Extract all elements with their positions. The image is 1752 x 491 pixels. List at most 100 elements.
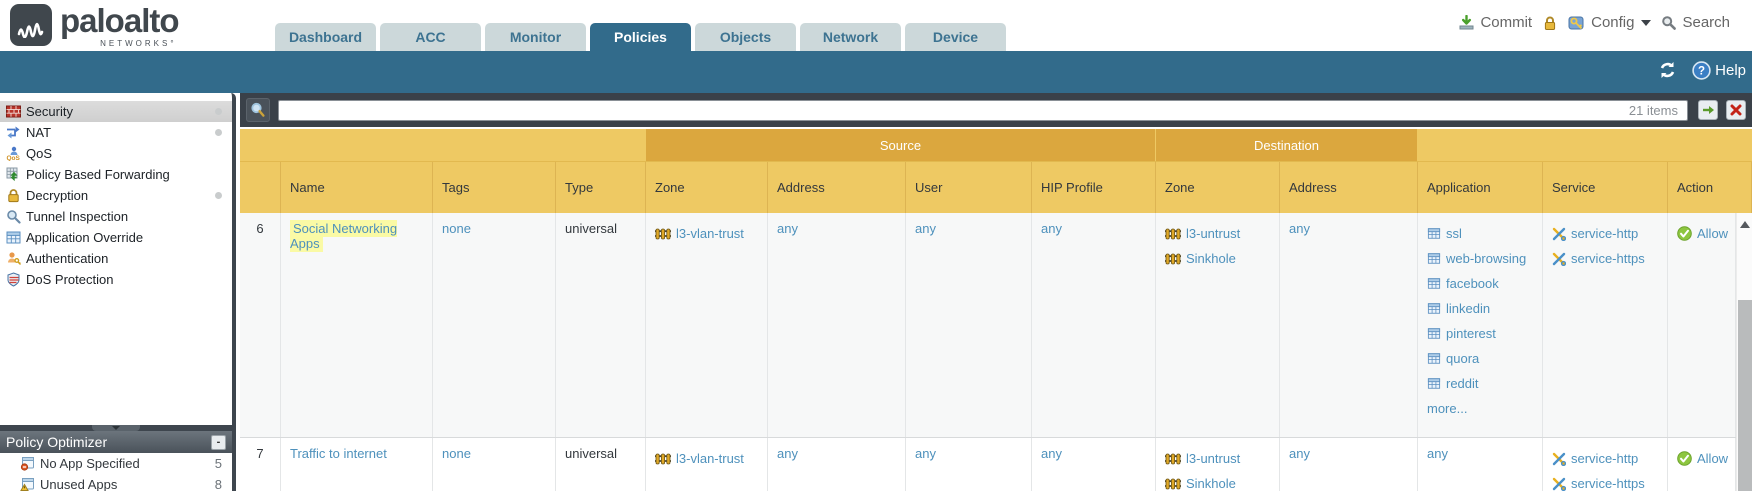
column-header-action[interactable]: Action [1668,162,1752,213]
column-header-service[interactable]: Service [1543,162,1668,213]
scrollbar-thumb[interactable] [1738,300,1752,491]
policy-row-6[interactable]: 6 Social Networking Apps none universal [240,213,1736,437]
application-entry[interactable]: web-browsing [1427,246,1542,271]
config-menu-button[interactable]: Config [1568,14,1652,31]
service-icon [1552,252,1566,266]
cell-tags: none [433,213,556,437]
service-entry[interactable]: service-http [1552,446,1667,471]
column-header-destination-address[interactable]: Address [1280,162,1418,213]
zone-entry[interactable]: Sinkhole [1165,471,1279,491]
policy-based-forwarding-icon [6,167,18,182]
security-icon [6,105,21,118]
tab-network[interactable]: Network [800,23,901,51]
policies-main-panel: 21 items Source Destination [240,93,1752,491]
service-entry[interactable]: service-http [1552,221,1667,246]
hip-profile-value[interactable]: any [1041,446,1062,461]
zone-entry[interactable]: l3-vlan-trust [655,446,767,471]
apply-filter-button[interactable] [1698,100,1718,120]
application-icon [1427,253,1441,264]
policy-name-link[interactable]: Traffic to internet [290,446,387,461]
sidebar-item-authentication[interactable]: Authentication [0,248,232,269]
vertical-scrollbar[interactable] [1736,213,1752,491]
sidebar-item-nat[interactable]: NAT [0,122,232,143]
policy-row-7[interactable]: 7 Traffic to internet none universal [240,437,1736,491]
scroll-up-button[interactable] [1737,215,1752,233]
column-header-name[interactable]: Name [281,162,433,213]
sidebar-item-decryption[interactable]: Decryption [0,185,232,206]
zone-entry[interactable]: l3-vlan-trust [655,221,767,246]
policy-optimizer-header: Policy Optimizer - [0,431,232,453]
column-header-hip-profile[interactable]: HIP Profile [1032,162,1156,213]
policy-filter-input[interactable] [278,99,1688,121]
tab-device[interactable]: Device [905,23,1006,51]
destination-address-value[interactable]: any [1289,221,1310,236]
column-header-source-address[interactable]: Address [768,162,906,213]
zone-entry[interactable]: l3-untrust [1165,446,1279,471]
user-value[interactable]: any [915,221,936,236]
sidebar-item-policy-based-forwarding[interactable]: Policy Based Forwarding [0,164,232,185]
applications-more-link[interactable]: more... [1427,401,1468,416]
zone-icon [1165,253,1181,264]
lock-button[interactable] [1542,15,1558,31]
commit-button[interactable]: Commit [1458,14,1532,31]
cell-type: universal [556,438,646,491]
column-header-destination-zone[interactable]: Zone [1156,162,1280,213]
unused-apps-count: 8 [214,477,222,491]
service-entry[interactable]: service-https [1552,246,1667,271]
destination-group-header: Destination [1156,129,1418,161]
application-entry[interactable]: ssl [1427,221,1542,246]
status-dot [215,192,222,199]
destination-address-value[interactable]: any [1289,446,1310,461]
top-bar: paloalto NETWORKS° Dashboard ACC Monitor… [0,0,1752,51]
clear-filter-button[interactable] [1726,100,1746,120]
column-header-type[interactable]: Type [556,162,646,213]
sidebar-item-application-override[interactable]: Application Override [0,227,232,248]
sidebar-splitter[interactable] [0,425,232,431]
application-entry[interactable]: pinterest [1427,321,1542,346]
tab-objects[interactable]: Objects [695,23,796,51]
application-entry[interactable]: facebook [1427,271,1542,296]
action-entry[interactable]: Allow [1677,446,1735,471]
svg-text:QoS: QoS [7,155,21,161]
filter-search-button[interactable] [246,98,270,122]
application-entry[interactable]: quora [1427,346,1542,371]
splitter-collapse-handle[interactable] [92,425,140,431]
optimizer-item-unused-apps[interactable]: Unused Apps 8 [0,474,232,491]
column-header-user[interactable]: User [906,162,1032,213]
service-icon [1552,452,1566,466]
tab-acc[interactable]: ACC [380,23,481,51]
policy-name-link[interactable]: Social Networking Apps [290,220,398,252]
optimizer-item-no-app-specified[interactable]: No App Specified 5 [0,453,232,474]
refresh-icon[interactable] [1657,60,1678,80]
application-any-value[interactable]: any [1427,446,1448,461]
service-entry[interactable]: service-https [1552,471,1667,491]
global-search-button[interactable]: Search [1661,14,1730,31]
column-header-application[interactable]: Application [1418,162,1543,213]
tab-dashboard[interactable]: Dashboard [275,23,376,51]
help-button[interactable]: ? Help [1692,60,1746,80]
hip-profile-value[interactable]: any [1041,221,1062,236]
tags-value[interactable]: none [442,221,471,236]
action-entry[interactable]: Allow [1677,221,1735,246]
tab-policies[interactable]: Policies [590,23,691,51]
cell-destination-address: any [1280,438,1418,491]
sidebar-item-security[interactable]: Security [0,101,232,122]
tags-value[interactable]: none [442,446,471,461]
sidebar-item-dos-protection[interactable]: DoS Protection [0,269,232,290]
policy-optimizer-collapse-button[interactable]: - [211,434,226,450]
sidebar-item-tunnel-inspection[interactable]: Tunnel Inspection [0,206,232,227]
application-entry[interactable]: reddit [1427,371,1542,396]
zone-entry[interactable]: Sinkhole [1165,246,1279,271]
application-entry[interactable]: linkedin [1427,296,1542,321]
qos-icon: QoS [7,146,21,161]
source-address-value[interactable]: any [777,221,798,236]
column-header-source-zone[interactable]: Zone [646,162,768,213]
tab-monitor[interactable]: Monitor [485,23,586,51]
dos-protection-icon [7,272,20,287]
zone-entry[interactable]: l3-untrust [1165,221,1279,246]
config-icon [1568,15,1586,31]
user-value[interactable]: any [915,446,936,461]
sidebar-item-qos[interactable]: QoS QoS [6,146,53,161]
column-header-tags[interactable]: Tags [433,162,556,213]
source-address-value[interactable]: any [777,446,798,461]
